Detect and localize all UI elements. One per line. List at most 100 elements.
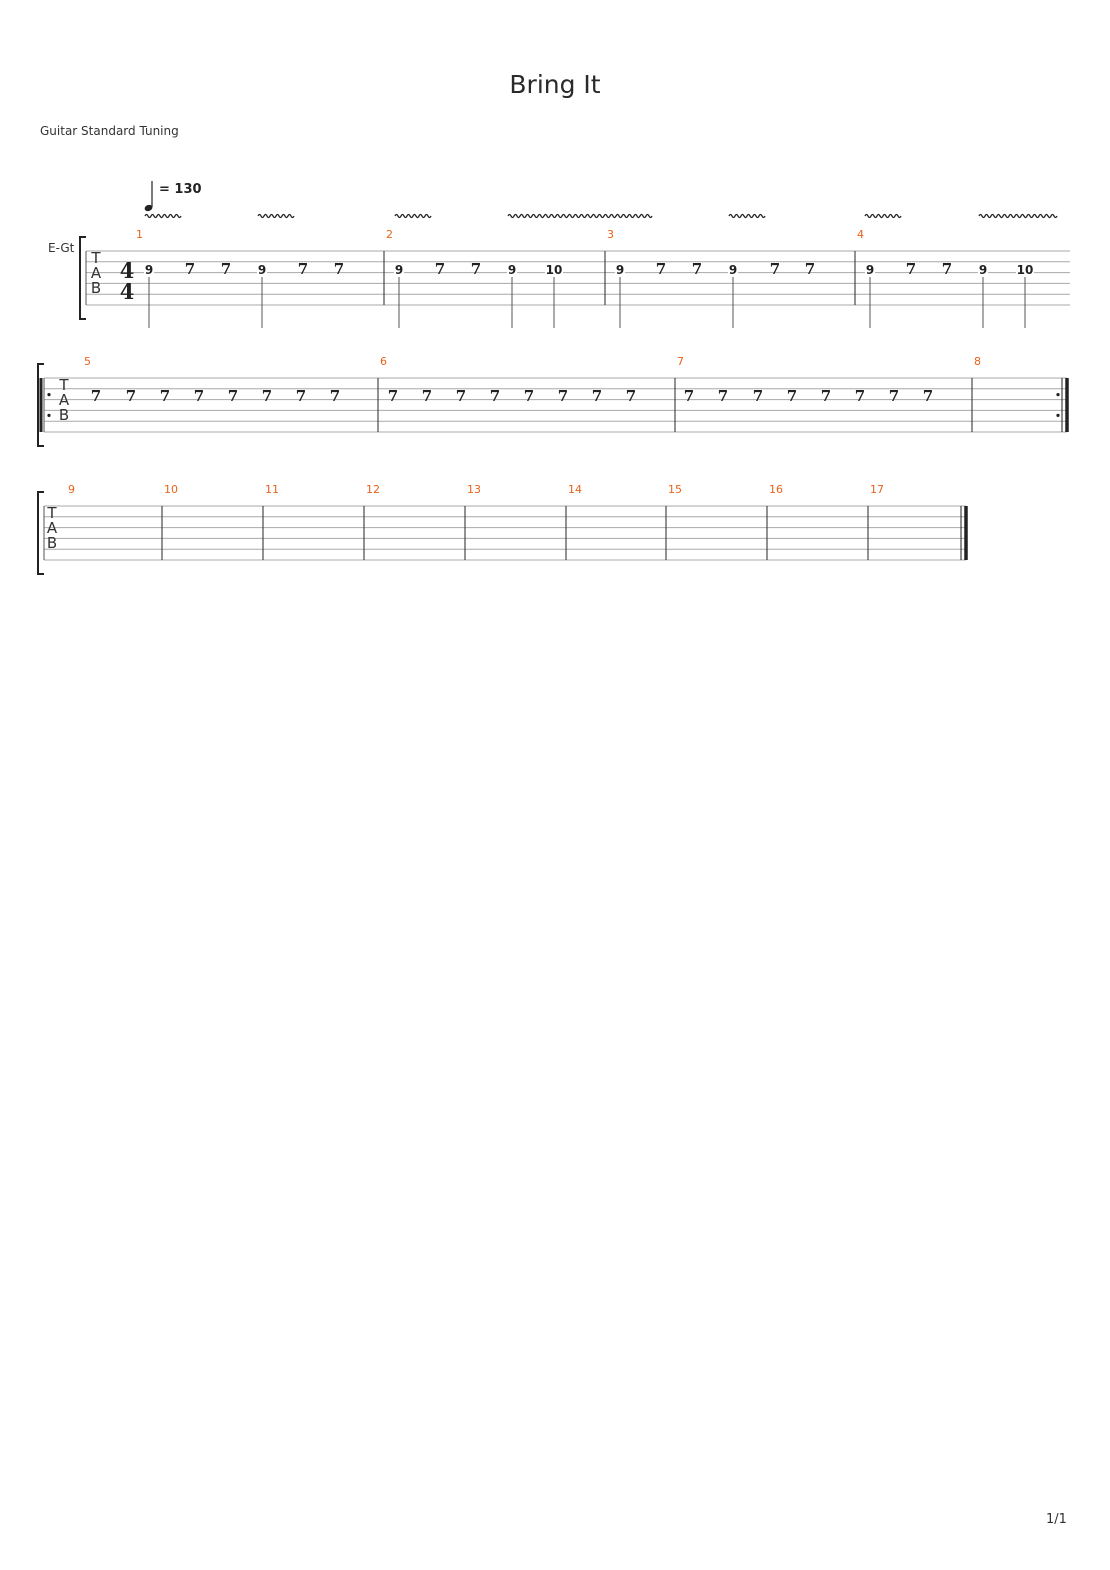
eighth-rest-icon: 7 xyxy=(821,387,831,405)
page-number: 1/1 xyxy=(1046,1512,1067,1527)
eighth-rest-icon: 7 xyxy=(298,260,308,278)
tab-clef-letter: B xyxy=(59,406,69,424)
fret-number: 9 xyxy=(866,263,874,277)
eighth-rest-icon: 7 xyxy=(471,260,481,278)
eighth-rest-icon: 7 xyxy=(185,260,195,278)
measure-number: 13 xyxy=(467,483,481,496)
eighth-rest-icon: 7 xyxy=(388,387,398,405)
tempo-marking: = 130 xyxy=(144,181,202,212)
system-bracket xyxy=(37,491,44,575)
tuning-label: Guitar Standard Tuning xyxy=(40,124,179,138)
eighth-rest-icon: 7 xyxy=(805,260,815,278)
eighth-rest-icon: 7 xyxy=(692,260,702,278)
measure-number: 8 xyxy=(974,355,981,368)
fret-number: 9 xyxy=(616,263,624,277)
eighth-rest-icon: 7 xyxy=(753,387,763,405)
eighth-rest-icon: 7 xyxy=(787,387,797,405)
tab-system-2: TAB 5 7 7 7 7 7 7 7 7 6 7 7 7 7 7 7 7 7 7 7 7 7 7 7 7 7 7 8 xyxy=(37,355,1069,447)
eighth-rest-icon: 7 xyxy=(160,387,170,405)
eighth-rest-icon: 7 xyxy=(524,387,534,405)
eighth-rest-icon: 7 xyxy=(855,387,865,405)
vibrato-markings xyxy=(144,213,1058,219)
eighth-rest-icon: 7 xyxy=(490,387,500,405)
fret-number: 9 xyxy=(979,263,987,277)
fret-number: 10 xyxy=(546,263,563,277)
eighth-rest-icon: 7 xyxy=(942,260,952,278)
measure-number: 17 xyxy=(870,483,884,496)
vibrato-icon xyxy=(394,213,432,219)
fret-number: 9 xyxy=(145,263,153,277)
tab-clef-letter: B xyxy=(47,534,57,552)
eighth-rest-icon: 7 xyxy=(194,387,204,405)
system-bracket xyxy=(37,363,44,447)
measure-number: 10 xyxy=(164,483,178,496)
eighth-rest-icon: 7 xyxy=(684,387,694,405)
eighth-rest-icon: 7 xyxy=(435,260,445,278)
tab-clef-letter: B xyxy=(91,279,101,297)
measure-number: 4 xyxy=(857,228,864,241)
eighth-rest-icon: 7 xyxy=(422,387,432,405)
measure-number: 15 xyxy=(668,483,682,496)
repeat-dot xyxy=(1056,413,1060,417)
tab-clef-letter: A xyxy=(59,391,70,409)
tempo-value: = 130 xyxy=(159,182,202,197)
fret-number: 10 xyxy=(1017,263,1034,277)
eighth-rest-icon: 7 xyxy=(262,387,272,405)
measure-number: 7 xyxy=(677,355,684,368)
song-title: Bring It xyxy=(509,70,601,99)
tab-clef-letter: T xyxy=(58,376,69,394)
measure-number: 9 xyxy=(68,483,75,496)
eighth-rest-icon: 7 xyxy=(228,387,238,405)
system-bracket xyxy=(79,236,86,320)
eighth-rest-icon: 7 xyxy=(923,387,933,405)
measure-number: 12 xyxy=(366,483,380,496)
measure-number: 2 xyxy=(386,228,393,241)
fret-number: 9 xyxy=(729,263,737,277)
instrument-label: E-Gt xyxy=(48,241,75,255)
vibrato-icon xyxy=(507,213,653,219)
eighth-rest-icon: 7 xyxy=(296,387,306,405)
eighth-rest-icon: 7 xyxy=(906,260,916,278)
eighth-rest-icon: 7 xyxy=(592,387,602,405)
eighth-rest-icon: 7 xyxy=(770,260,780,278)
fret-number: 9 xyxy=(395,263,403,277)
vibrato-icon xyxy=(978,213,1058,219)
vibrato-icon xyxy=(864,213,902,219)
fret-number: 9 xyxy=(508,263,516,277)
measure-number: 3 xyxy=(607,228,614,241)
tab-system-3: TAB 9 10 11 12 13 14 15 16 17 xyxy=(37,483,968,575)
time-signature-top: 4 xyxy=(120,258,135,283)
tab-clef-letter: A xyxy=(47,519,58,537)
tab-clef-letter: T xyxy=(90,249,101,267)
tab-clef-letter: T xyxy=(46,504,57,522)
eighth-rest-icon: 7 xyxy=(718,387,728,405)
measure-number: 11 xyxy=(265,483,279,496)
measure-number: 16 xyxy=(769,483,783,496)
fret-number: 9 xyxy=(258,263,266,277)
measure-number: 6 xyxy=(380,355,387,368)
eighth-rest-icon: 7 xyxy=(558,387,568,405)
eighth-rest-icon: 7 xyxy=(456,387,466,405)
eighth-rest-icon: 7 xyxy=(626,387,636,405)
tab-clef-letter: A xyxy=(91,264,102,282)
eighth-rest-icon: 7 xyxy=(656,260,666,278)
measure-number: 14 xyxy=(568,483,582,496)
eighth-rest-icon: 7 xyxy=(334,260,344,278)
eighth-rest-icon: 7 xyxy=(330,387,340,405)
eighth-rest-icon: 7 xyxy=(91,387,101,405)
eighth-rest-icon: 7 xyxy=(889,387,899,405)
time-signature-bottom: 4 xyxy=(120,279,135,304)
vibrato-icon xyxy=(728,213,766,219)
quarter-note-icon xyxy=(144,204,153,212)
repeat-dot xyxy=(47,413,51,417)
vibrato-icon xyxy=(144,213,182,219)
eighth-rest-icon: 7 xyxy=(221,260,231,278)
repeat-dot xyxy=(47,393,51,397)
eighth-rest-icon: 7 xyxy=(126,387,136,405)
vibrato-icon xyxy=(257,213,295,219)
repeat-dot xyxy=(1056,393,1060,397)
measure-number: 5 xyxy=(84,355,91,368)
measure-number: 1 xyxy=(136,228,143,241)
